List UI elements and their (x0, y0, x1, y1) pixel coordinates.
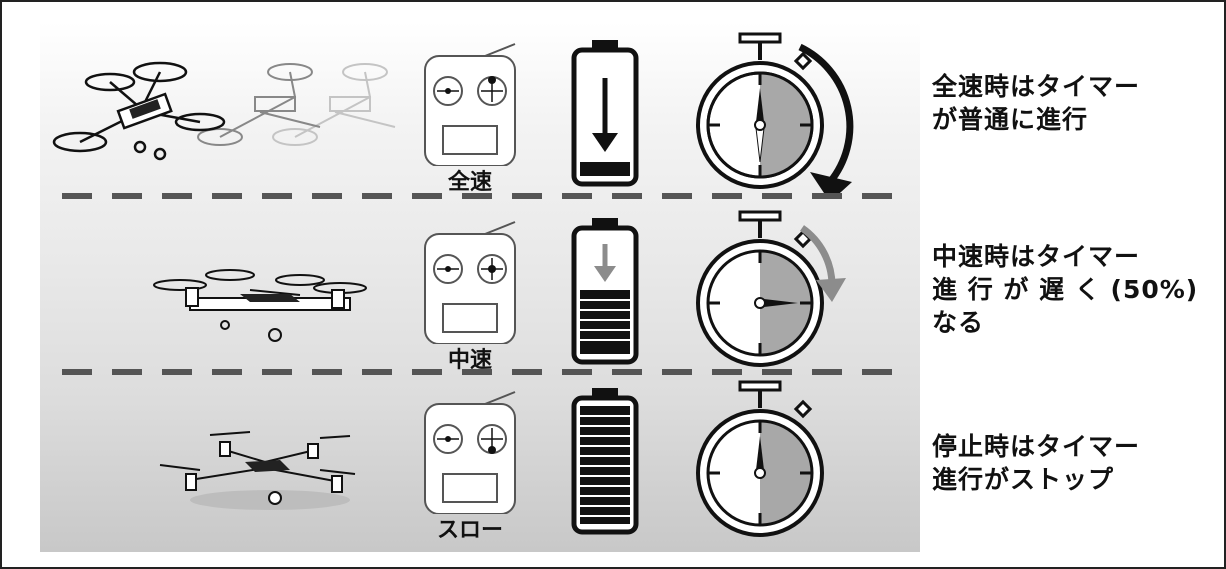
divider-dashed-1 (62, 192, 902, 200)
description-line: 進行がストップ (932, 463, 1217, 496)
drone-fast-motion-icon (50, 42, 430, 182)
row-medium-speed: 中速 (40, 210, 920, 380)
speed-label-slow: スロー (420, 512, 520, 544)
battery-icon (570, 38, 640, 188)
stopwatch-icon (690, 32, 860, 197)
stopwatch-icon (690, 210, 860, 375)
drone-hover-icon (50, 390, 430, 530)
row-slow-speed: スロー (40, 380, 920, 550)
description-slow-speed: 停止時はタイマー 進行がストップ (932, 430, 1217, 496)
description-medium-speed: 中速時はタイマー 進 行 が 遅 く (50%) なる (932, 240, 1217, 339)
description-line: 進 行 が 遅 く (50%) (932, 273, 1217, 306)
divider-dashed-2 (62, 368, 902, 376)
battery-icon (570, 216, 640, 366)
description-full-speed: 全速時はタイマー が普通に進行 (932, 70, 1217, 136)
drone-medium-icon (50, 220, 430, 360)
battery-icon (570, 386, 640, 536)
stopwatch-icon (690, 380, 860, 545)
description-line: 中速時はタイマー (932, 240, 1217, 273)
description-line: なる (932, 306, 1217, 339)
transmitter-icon (415, 36, 525, 166)
transmitter-icon (415, 384, 525, 514)
transmitter-icon (415, 214, 525, 344)
row-full-speed: 全速 (40, 32, 920, 202)
description-line: 停止時はタイマー (932, 430, 1217, 463)
description-line: 全速時はタイマー (932, 70, 1217, 103)
description-line: が普通に進行 (932, 103, 1217, 136)
illustration-panel: 全速 (40, 22, 920, 552)
